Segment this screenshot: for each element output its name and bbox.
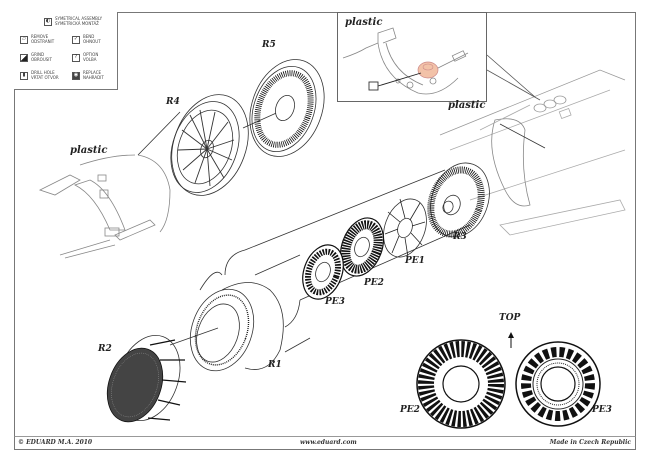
grind-icon [20, 53, 28, 62]
part-r4 [170, 94, 249, 196]
legend-label-cz: OHNOUT [83, 38, 101, 44]
label-pe3: PE3 [325, 297, 345, 307]
legend-label-cz: VOLBA [83, 56, 97, 62]
legend-label: BEND [83, 34, 95, 39]
inset-drawing [342, 27, 469, 95]
part-pe1 [383, 198, 427, 258]
legend-label-cz: OBROUSIT [31, 56, 52, 62]
legend-label-cz: ODSTRANIT [31, 38, 55, 44]
legend-label-cz: NAHRADIT [83, 74, 104, 80]
legend-label: REMOVE [31, 34, 49, 39]
label-pe2-detail: PE2 [400, 405, 420, 415]
remove-symbol [368, 81, 379, 91]
legend-label-cz: VRTAT OTVOR [31, 74, 59, 80]
bend-icon: ✓ [72, 35, 80, 44]
part-r3 [427, 162, 490, 238]
website-text: www.eduard.com [300, 439, 357, 446]
label-r5: R5 [262, 40, 276, 50]
remove-icon: ▱ [20, 35, 28, 44]
drill-hole-icon: ▮ [20, 71, 28, 80]
part-r1 [189, 249, 311, 372]
legend-label: REPLACE [83, 70, 102, 75]
label-plastic-inset: plastic [345, 17, 383, 28]
legend-label: OPTION [83, 52, 99, 57]
label-r3: R3 [453, 232, 467, 242]
detail-pe2 [416, 339, 506, 429]
part-pe2 [339, 217, 385, 277]
footer-bar: © EDUARD M.A. 2010 www.eduard.com Made i… [14, 436, 636, 450]
label-pe2: PE2 [364, 278, 384, 288]
label-r1: R1 [268, 360, 282, 370]
replace-icon: ◉ [72, 71, 80, 80]
symmetrical-assembly-icon: ◐ [44, 17, 52, 26]
legend-label: DRILL HOLE [31, 70, 55, 75]
label-pe1: PE1 [405, 256, 425, 266]
legend-label: GRIND [31, 52, 45, 57]
label-plastic-left: plastic [70, 145, 108, 156]
label-r4: R4 [166, 97, 180, 107]
option-icon: ? [72, 53, 80, 62]
top-arrow [508, 332, 514, 348]
label-top: TOP [499, 313, 521, 323]
label-r2: R2 [98, 344, 112, 354]
label-pe3-detail: PE3 [592, 405, 612, 415]
origin-text: Made in Czech Republic [549, 439, 631, 446]
legend-label: SYMETRICAL ASSEMBLY [55, 16, 103, 21]
copyright-text: © EDUARD M.A. 2010 [18, 439, 93, 446]
fuselage-left-plastic [38, 154, 171, 259]
inset-detail: plastic [337, 12, 487, 102]
legend-label-cz: SYMETRICKÁ MONTÁŽ [55, 20, 99, 26]
fuselage-right-plastic [439, 69, 626, 236]
part-r2 [106, 334, 187, 423]
label-plastic-right: plastic [448, 100, 486, 111]
detail-pe3 [515, 341, 601, 427]
part-pe3 [302, 244, 344, 300]
part-r5 [249, 59, 325, 157]
